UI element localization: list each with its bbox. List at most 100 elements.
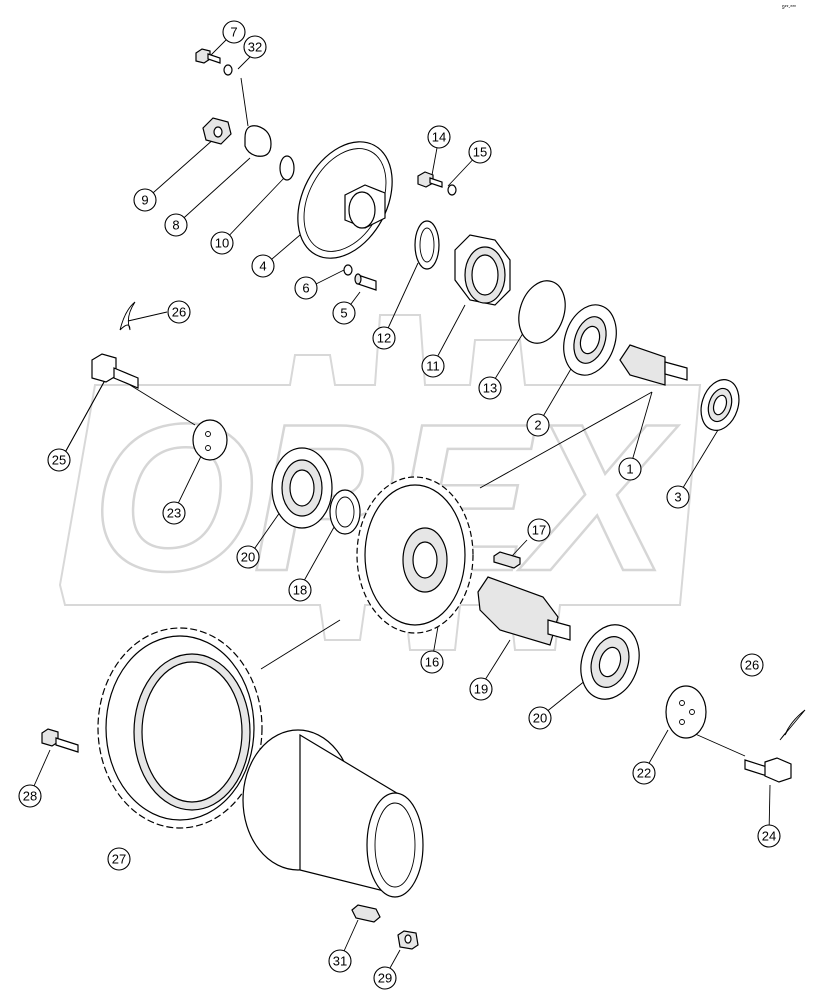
housing-11	[454, 234, 511, 306]
callout-29: 29	[373, 966, 397, 990]
svg-text:20: 20	[533, 711, 547, 726]
plate-8	[244, 125, 272, 157]
svg-text:3: 3	[674, 490, 681, 505]
svg-text:8: 8	[172, 218, 179, 233]
callout-28: 28	[18, 784, 42, 808]
callout-22: 22	[632, 761, 656, 785]
plate-23	[192, 419, 228, 461]
callout-1: 1	[618, 457, 642, 481]
bolt-28	[41, 728, 79, 753]
lock-plate-31	[351, 904, 381, 923]
svg-text:23: 23	[167, 506, 181, 521]
callout-3: 3	[666, 485, 690, 509]
pinion-1	[619, 344, 688, 386]
washer-6	[343, 264, 353, 276]
svg-text:16: 16	[425, 655, 439, 670]
lock-wire-26-right	[779, 709, 806, 741]
svg-text:12: 12	[377, 331, 391, 346]
svg-text:31: 31	[333, 954, 347, 969]
callout-14: 14	[427, 125, 451, 149]
gear-16	[356, 476, 474, 634]
svg-text:7: 7	[230, 25, 237, 40]
corner-mark: 9**-***	[782, 5, 796, 11]
callout-26-right: 26	[740, 653, 764, 677]
callout-24: 24	[757, 824, 781, 848]
callout-11: 11	[421, 354, 445, 378]
callout-9: 9	[133, 188, 157, 212]
nut-9	[202, 117, 232, 145]
key-17	[493, 551, 521, 569]
bolt-25	[91, 353, 139, 389]
svg-text:9: 9	[141, 193, 148, 208]
washer-10	[279, 155, 295, 181]
bolt-5	[354, 273, 377, 291]
svg-text:24: 24	[762, 829, 776, 844]
callouts: 7 32 9 8 10 4 14 15 6 5 12 11 13 2 1 3 2…	[18, 20, 781, 990]
o-ring-13	[518, 280, 566, 344]
svg-text:6: 6	[302, 281, 309, 296]
callout-32: 32	[243, 35, 267, 59]
bearing-3	[700, 379, 740, 431]
callout-26: 26	[167, 300, 191, 324]
bearing-20-lower	[580, 624, 640, 700]
bolt-14	[417, 171, 443, 188]
svg-text:11: 11	[426, 359, 440, 374]
callout-4: 4	[251, 254, 275, 278]
bearing-20-upper	[271, 447, 333, 529]
washer-15	[447, 184, 457, 196]
svg-text:29: 29	[378, 971, 392, 986]
callout-20-lower: 20	[528, 706, 552, 730]
svg-text:28: 28	[23, 789, 37, 804]
svg-text:15: 15	[473, 145, 487, 160]
svg-text:4: 4	[259, 259, 266, 274]
svg-text:10: 10	[215, 236, 229, 251]
svg-text:19: 19	[474, 682, 488, 697]
svg-text:13: 13	[483, 381, 497, 396]
hub-housing	[242, 729, 424, 898]
svg-text:26: 26	[745, 658, 759, 673]
callout-18: 18	[288, 578, 312, 602]
shim-18	[329, 489, 361, 535]
pinion-19	[477, 576, 571, 646]
svg-text:17: 17	[532, 523, 546, 538]
callout-25: 25	[47, 448, 71, 472]
callout-19: 19	[469, 677, 493, 701]
callout-10: 10	[210, 231, 234, 255]
svg-text:26: 26	[172, 305, 186, 320]
svg-text:14: 14	[432, 130, 446, 145]
svg-text:1: 1	[626, 462, 633, 477]
callout-27: 27	[107, 847, 131, 871]
washer-32	[223, 64, 233, 76]
bolt-7	[195, 48, 221, 64]
callout-13: 13	[478, 376, 502, 400]
svg-text:2: 2	[534, 418, 541, 433]
callout-16: 16	[420, 650, 444, 674]
svg-text:18: 18	[293, 583, 307, 598]
svg-text:5: 5	[340, 306, 347, 321]
svg-text:22: 22	[637, 766, 651, 781]
callout-31: 31	[328, 949, 352, 973]
callout-15: 15	[468, 140, 492, 164]
ring-gear-27	[97, 627, 263, 829]
svg-text:32: 32	[248, 40, 262, 55]
callout-23: 23	[162, 501, 186, 525]
callout-5: 5	[332, 301, 356, 325]
callout-7: 7	[222, 20, 246, 44]
bearing-2	[563, 304, 617, 376]
lock-wire-26	[119, 301, 136, 331]
callout-8: 8	[164, 213, 188, 237]
svg-text:25: 25	[52, 453, 66, 468]
seal-12	[414, 220, 440, 270]
plate-22	[665, 685, 707, 739]
watermark-gear-outline	[58, 314, 702, 651]
callout-12: 12	[372, 326, 396, 350]
callout-17: 17	[527, 518, 551, 542]
callout-2: 2	[526, 413, 550, 437]
bolt-24	[744, 757, 792, 783]
nut-29	[397, 930, 419, 950]
callout-6: 6	[294, 276, 318, 300]
cover-4	[297, 141, 393, 259]
svg-text:27: 27	[112, 852, 126, 867]
callout-20-upper: 20	[236, 545, 260, 569]
